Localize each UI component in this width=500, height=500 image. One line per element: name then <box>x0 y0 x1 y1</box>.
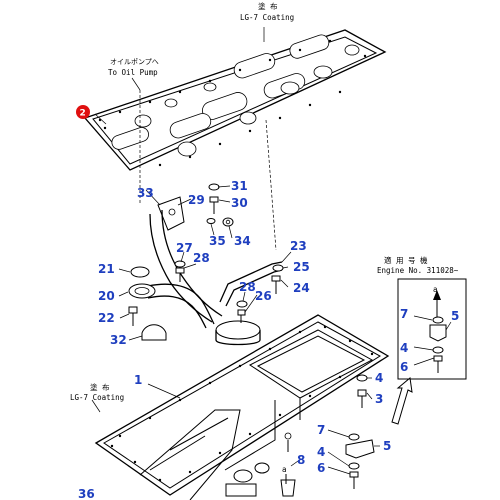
applicable-en-note: Engine No. 311028~ <box>377 266 459 275</box>
callout-part-21: 21 <box>98 262 115 276</box>
view-letter-bottom: a <box>282 465 287 474</box>
callout-part-32: 32 <box>110 333 127 347</box>
callout-part-30: 30 <box>231 196 248 210</box>
callout-part-28-lower: 28 <box>239 280 256 294</box>
callout-part-23: 23 <box>290 239 307 253</box>
callout-part-4-bottom: 4 <box>317 445 325 459</box>
callout-part-28: 28 <box>193 251 210 265</box>
callout-part-7-bottom: 7 <box>317 423 325 437</box>
oil-pan-part <box>94 314 390 500</box>
callout-part-1: 1 <box>134 373 142 387</box>
callout-part-29: 29 <box>188 193 205 207</box>
callout-part-36: 36 <box>78 487 95 500</box>
callout-gasket: 2 <box>80 109 86 119</box>
mid-coating-en-note: LG-7 Coating <box>70 393 124 402</box>
callout-part-27: 27 <box>176 241 193 255</box>
callout-part-6-bottom: 6 <box>317 461 325 475</box>
callout-part-5-bottom: 5 <box>383 439 391 453</box>
detail-box-engine-number <box>397 278 467 380</box>
callout-part-26: 26 <box>255 289 272 303</box>
callout-part-20: 20 <box>98 289 115 303</box>
gasket-marker: 2 <box>76 105 90 119</box>
pickup-tube-assembly <box>128 90 284 346</box>
callout-part-25: 25 <box>293 260 310 274</box>
callout-part-5-box: 5 <box>451 309 459 323</box>
applicable-jp-note: 適 用 号 機 <box>384 255 428 265</box>
callout-part-24: 24 <box>293 281 310 295</box>
view-letter-box: a <box>433 285 438 294</box>
callout-part-33: 33 <box>137 186 154 200</box>
oil-pump-jp-note: オイルポンプへ <box>110 58 159 66</box>
bottom-detail-view <box>285 433 375 489</box>
gasket-part <box>83 29 387 171</box>
top-coating-en-note: LG-7 Coating <box>240 13 294 22</box>
callout-part-31: 31 <box>231 179 248 193</box>
callout-part-4: 4 <box>375 371 383 385</box>
callout-part-35: 35 <box>209 234 226 248</box>
callout-part-8: 8 <box>297 453 305 467</box>
bolt-washer-pan <box>356 374 413 425</box>
callout-part-22: 22 <box>98 311 115 325</box>
callout-part-6-box: 6 <box>400 360 408 374</box>
callout-part-4-box: 4 <box>400 341 408 355</box>
oil-pump-en-note: To Oil Pump <box>108 68 158 77</box>
callout-part-3: 3 <box>375 392 383 406</box>
callout-part-7-box: 7 <box>400 307 408 321</box>
mid-coating-jp-note: 塗 布 <box>90 382 110 392</box>
top-coating-jp-note: 塗 布 <box>258 1 278 11</box>
leader-lines <box>91 27 452 475</box>
callout-part-34: 34 <box>234 234 251 248</box>
